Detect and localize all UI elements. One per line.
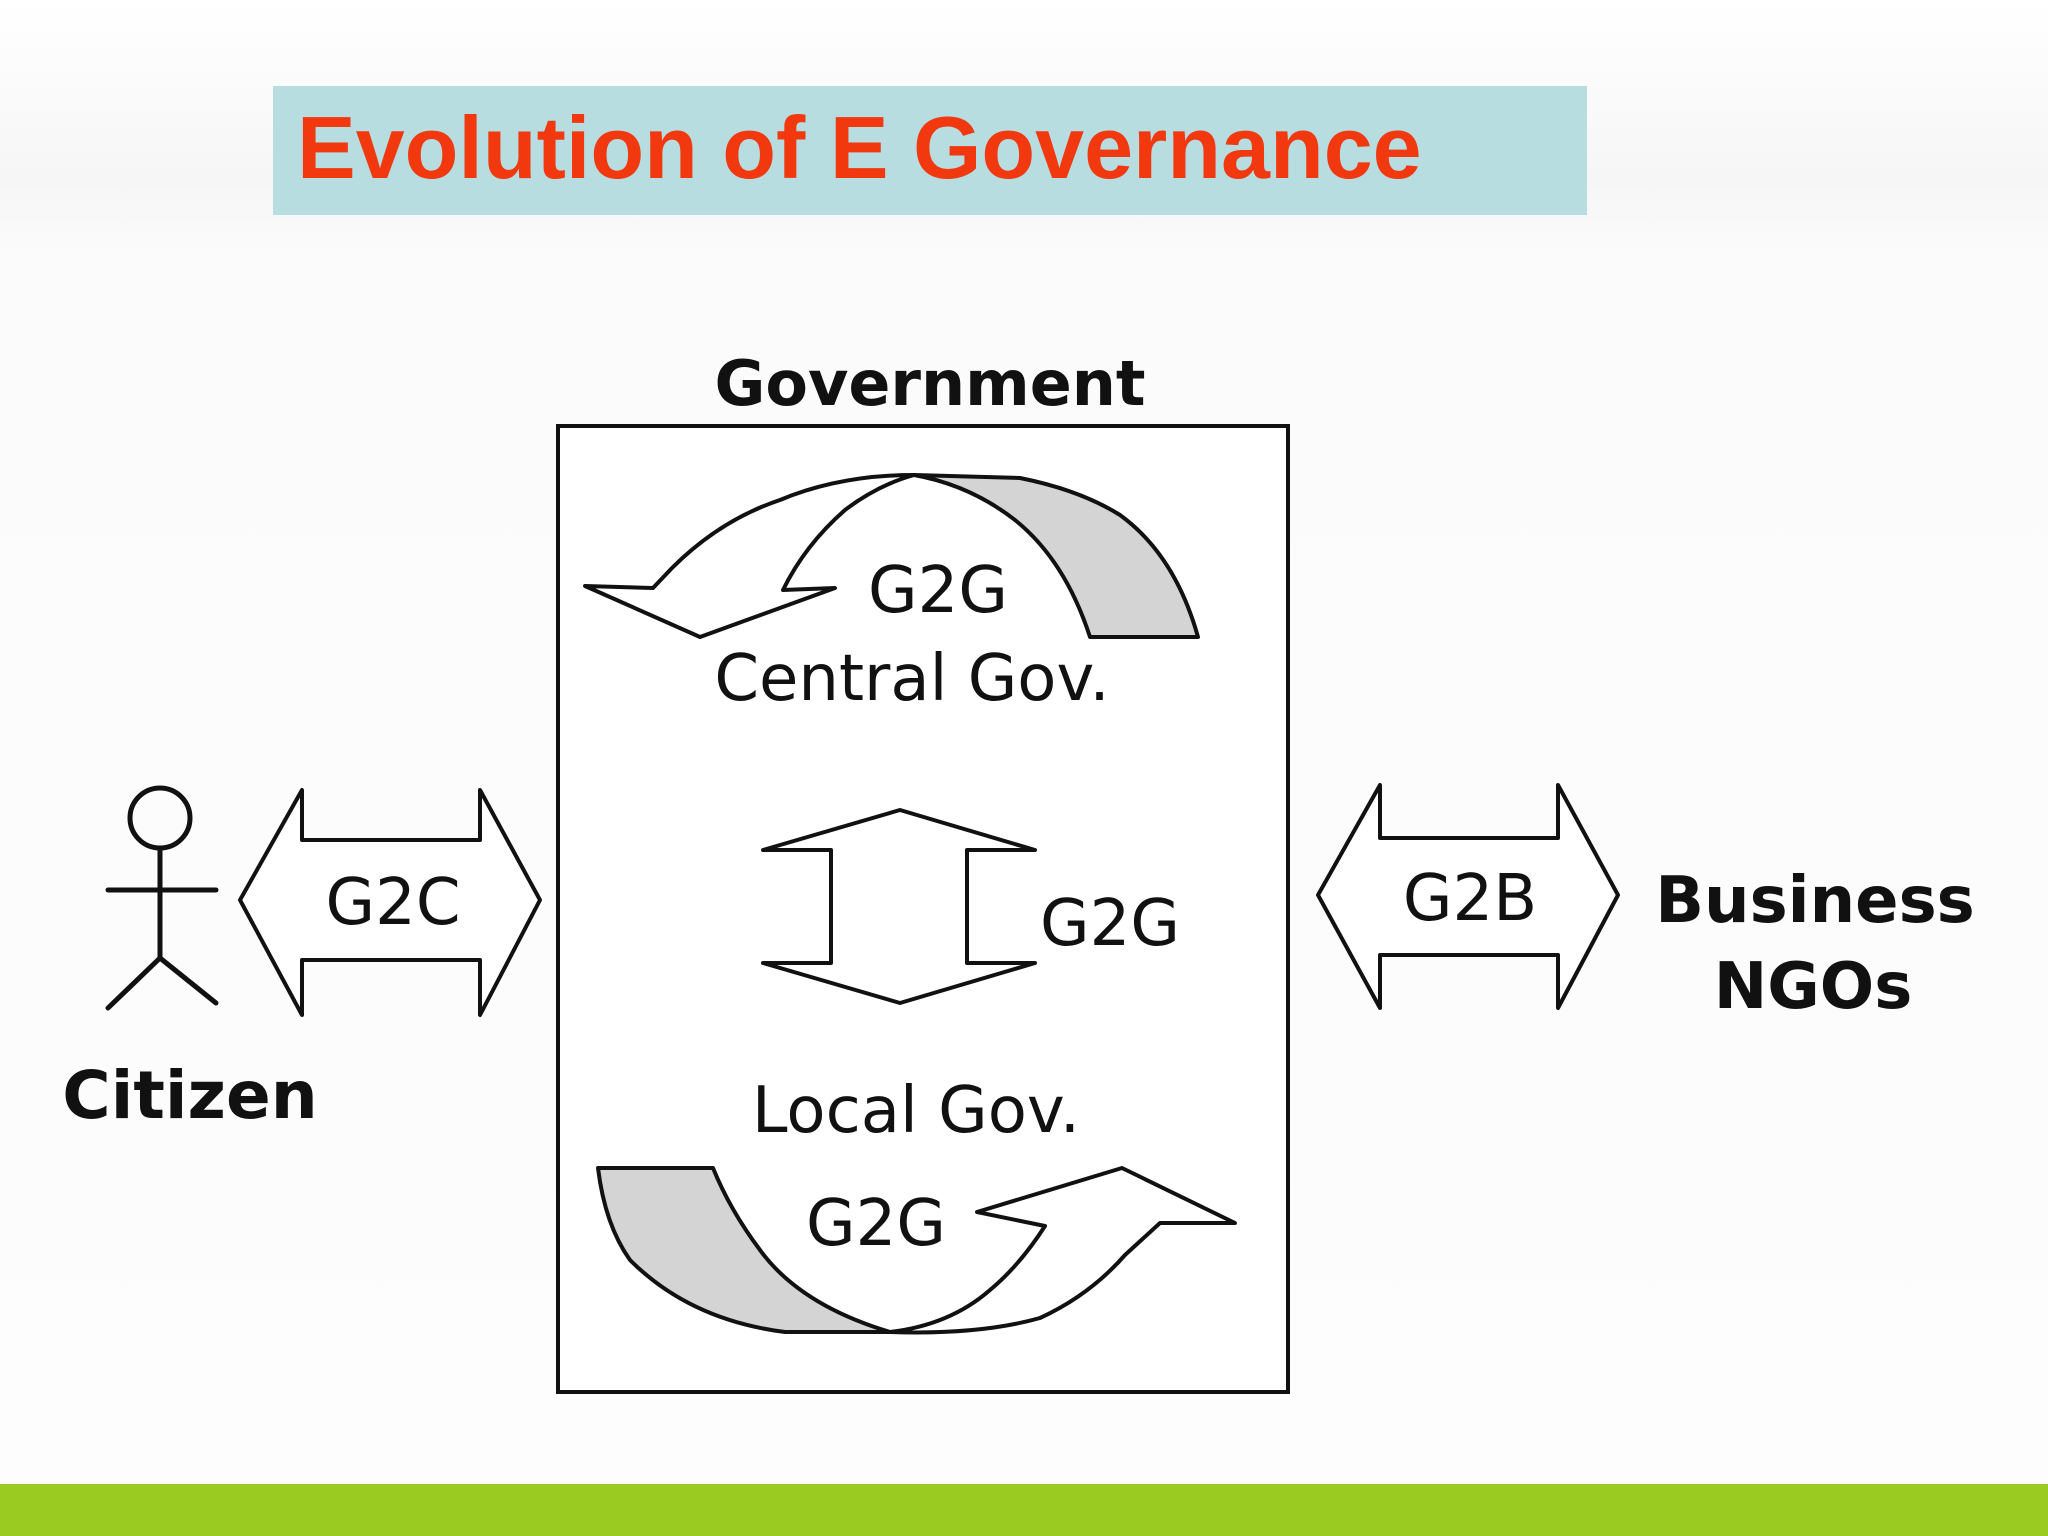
- g2b-label: G2B: [1403, 862, 1537, 936]
- citizen-label: Citizen: [62, 1057, 317, 1134]
- g2g-middle-label: G2G: [1040, 887, 1180, 961]
- slide-title: Evolution of E Governance: [297, 98, 1422, 197]
- ngos-label: NGOs: [1714, 950, 1913, 1024]
- g2g-bottom-label: G2G: [806, 1187, 946, 1261]
- footer-bar: [0, 1484, 2048, 1536]
- central-gov-label: Central Gov.: [714, 642, 1109, 716]
- citizen-icon: [105, 785, 219, 1011]
- title-banner: Evolution of E Governance: [273, 86, 1587, 215]
- government-label: Government: [714, 347, 1145, 420]
- g2b-arrow: [1316, 783, 1620, 1010]
- g2g-bottom-arrow: [596, 1166, 1237, 1335]
- g2g-top-label: G2G: [868, 554, 1008, 628]
- g2c-label: G2C: [326, 866, 461, 940]
- g2g-top-arrow: [583, 473, 1200, 639]
- local-gov-label: Local Gov.: [752, 1074, 1080, 1148]
- g2g-vertical-arrow: [761, 808, 1037, 1005]
- business-label: Business: [1655, 864, 1975, 938]
- g2c-arrow: [238, 788, 542, 1017]
